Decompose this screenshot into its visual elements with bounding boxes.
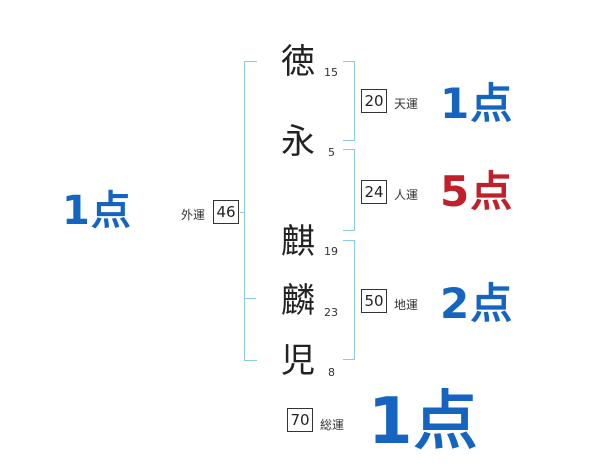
stroke-count-3: 19 (324, 245, 338, 258)
stroke-count-5: 8 (328, 366, 335, 379)
earth-label: 地運 (394, 298, 419, 312)
stroke-count-4: 23 (324, 306, 338, 319)
name-char-3: 麒 (281, 222, 315, 262)
heaven-label: 天運 (394, 97, 419, 111)
outer-value-box: 46 (213, 200, 239, 224)
outer-bracket-tick (244, 298, 256, 299)
outer-bracket-connector (240, 212, 244, 213)
person-value-box: 24 (361, 180, 387, 204)
earth-bracket (343, 240, 355, 360)
heaven-value-box: 20 (361, 89, 387, 113)
heaven-bracket (343, 61, 355, 141)
total-label: 総運 (320, 418, 345, 432)
outer-label: 外運 (181, 208, 206, 222)
outer-bracket (244, 61, 257, 361)
total-value-box: 70 (287, 408, 313, 432)
stroke-count-2: 5 (328, 146, 335, 159)
heaven-score: 1点 (440, 79, 514, 128)
person-bracket (343, 149, 355, 231)
total-score: 1点 (368, 385, 479, 459)
earth-score: 2点 (440, 279, 514, 328)
outer-score: 1点 (62, 188, 132, 234)
person-score: 5点 (440, 167, 514, 216)
name-char-2: 永 (281, 122, 315, 162)
person-label: 人運 (394, 188, 419, 202)
name-char-4: 麟 (281, 281, 315, 321)
stroke-count-1: 15 (324, 66, 338, 79)
name-char-1: 徳 (281, 42, 315, 82)
name-char-5: 児 (281, 341, 315, 381)
earth-value-box: 50 (361, 289, 387, 313)
